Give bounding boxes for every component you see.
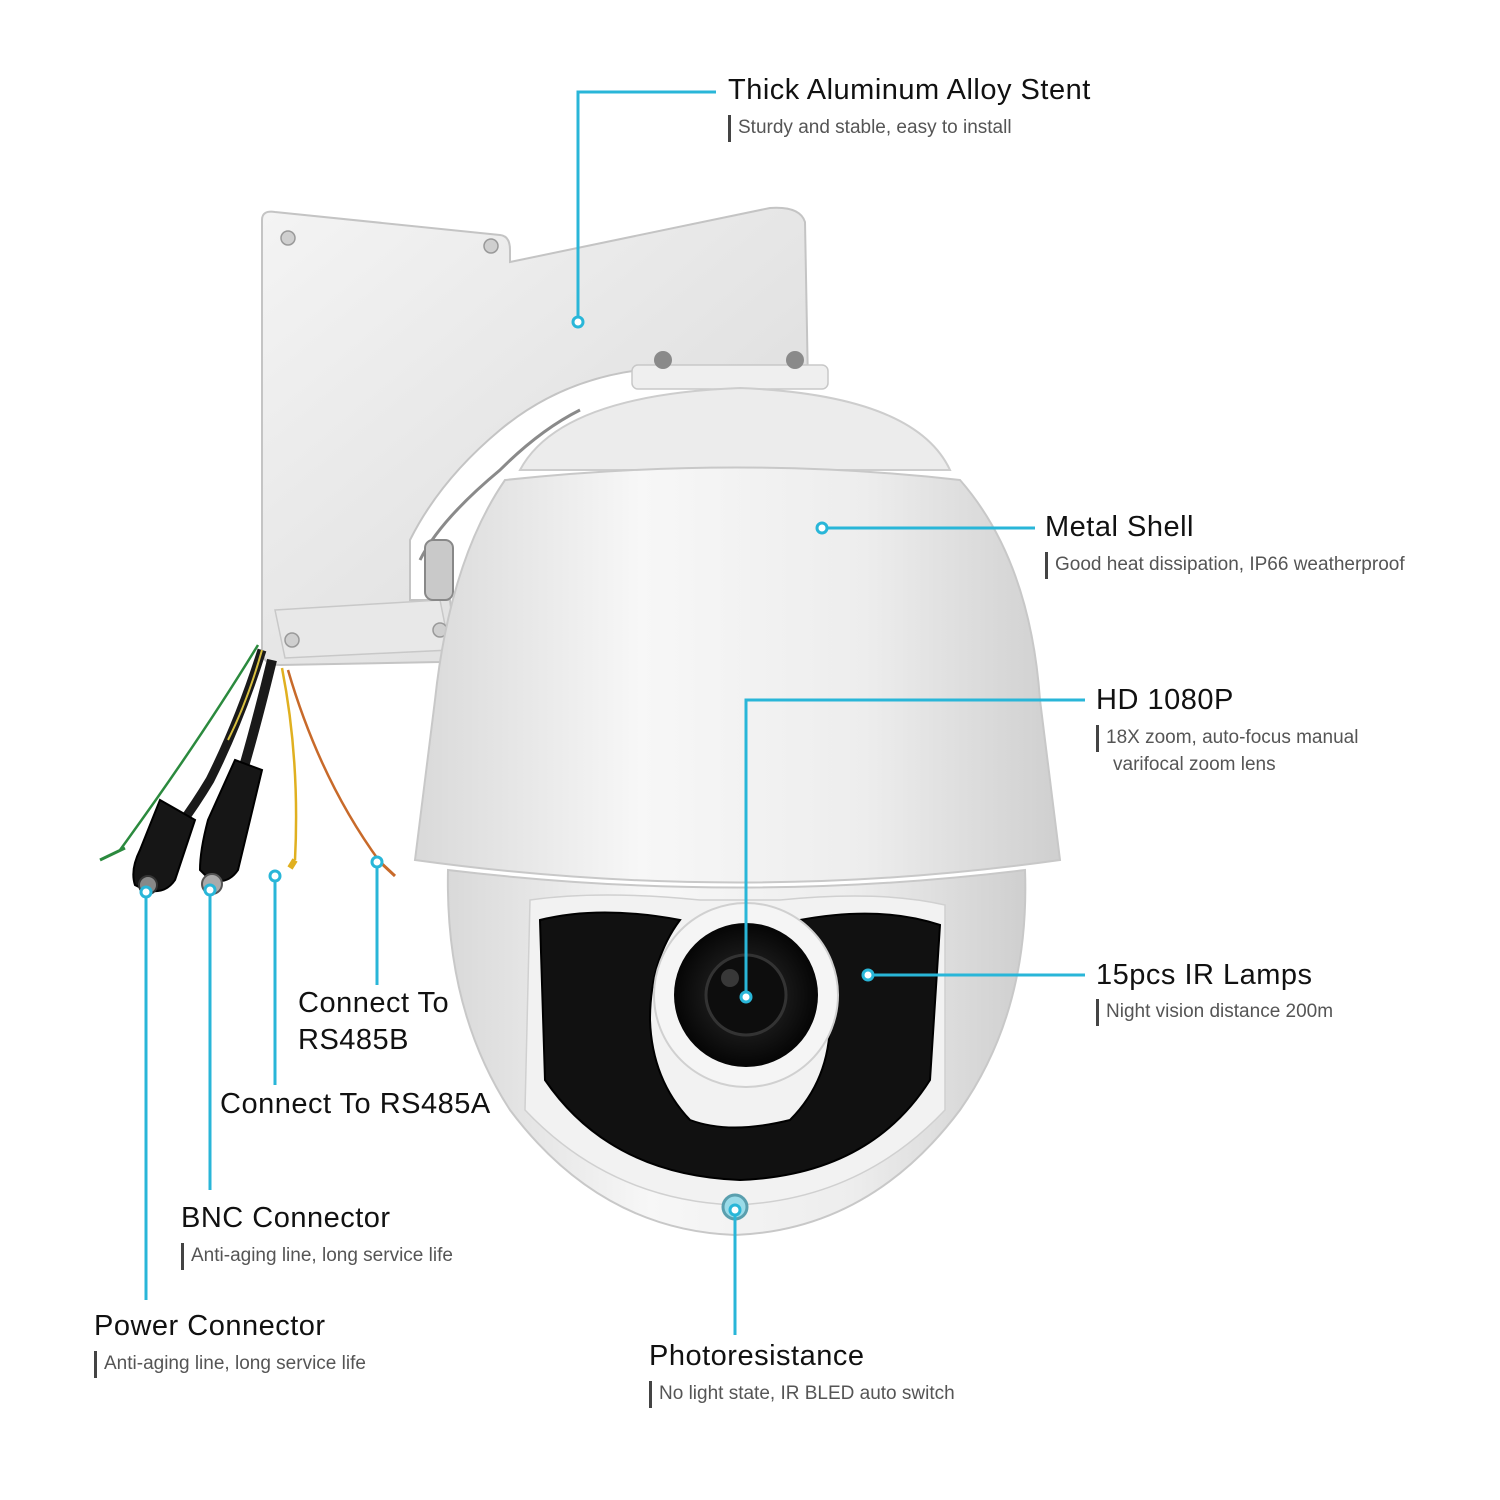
callout-dot-stent xyxy=(571,315,585,329)
callout-desc-hd-line2: varifocal zoom lens xyxy=(1113,754,1276,775)
callout-dot-ir xyxy=(861,968,875,982)
callout-title-bnc: BNC Connector xyxy=(181,1202,391,1234)
callout-title-hd: HD 1080P xyxy=(1096,684,1234,716)
callout-title-rs485b-line1: Connect To xyxy=(298,987,450,1019)
callout-dot-rs485a xyxy=(268,869,282,883)
callout-dot-rs485b xyxy=(370,855,384,869)
callout-desc-photo: No light state, IR BLED auto switch xyxy=(649,1381,955,1408)
callout-title-power: Power Connector xyxy=(94,1310,326,1342)
callout-dot-shell xyxy=(815,521,829,535)
callout-title-photo: Photoresistance xyxy=(649,1340,865,1372)
callout-desc-bnc: Anti-aging line, long service life xyxy=(181,1243,453,1270)
leader-line-stent xyxy=(576,90,716,320)
callout-title-shell: Metal Shell xyxy=(1045,511,1194,543)
callout-dot-power xyxy=(139,885,153,899)
callout-desc-shell: Good heat dissipation, IP66 weatherproof xyxy=(1045,552,1405,579)
callout-title-rs485b-line2: RS485B xyxy=(298,1024,410,1056)
wall-bracket xyxy=(261,206,829,667)
cables xyxy=(99,644,397,895)
callout-dot-hd xyxy=(739,990,753,1004)
callout-desc-power: Anti-aging line, long service life xyxy=(94,1351,366,1378)
callout-dot-photo xyxy=(728,1203,742,1217)
leader-line-hd xyxy=(744,698,1085,997)
callout-title-ir: 15pcs IR Lamps xyxy=(1096,959,1313,991)
callout-desc-ir: Night vision distance 200m xyxy=(1096,999,1333,1026)
callout-desc-stent: Sturdy and stable, easy to install xyxy=(728,115,1012,142)
metal-shell xyxy=(413,386,1062,884)
callout-title-stent: Thick Aluminum Alloy Stent xyxy=(728,74,1091,106)
callout-title-rs485a: Connect To RS485A xyxy=(220,1088,491,1120)
callout-dot-bnc xyxy=(203,883,217,897)
camera-ball xyxy=(446,868,1027,1237)
callout-desc-hd-line1: 18X zoom, auto-focus manual xyxy=(1096,725,1358,752)
